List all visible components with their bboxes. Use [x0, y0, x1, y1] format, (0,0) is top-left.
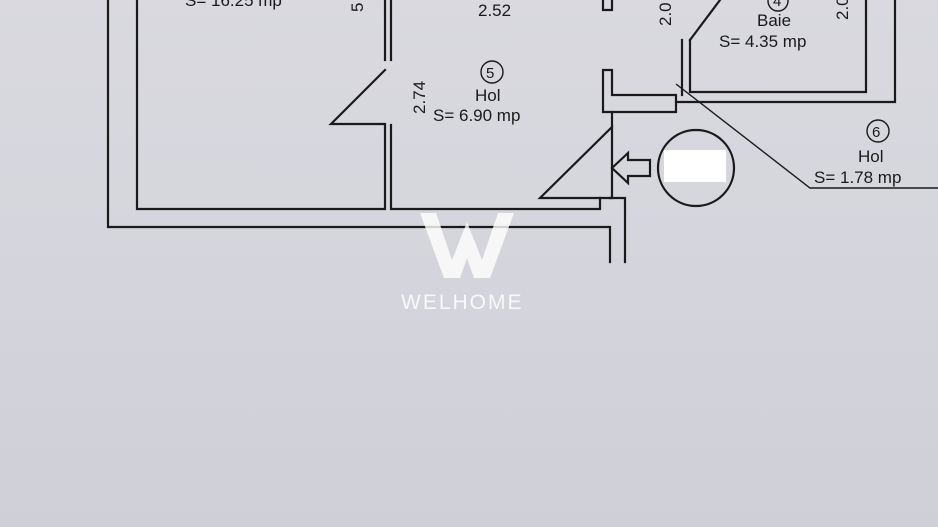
welhome-logo [420, 213, 514, 278]
welhome-logo-icon [420, 213, 514, 278]
door-swing-left [328, 68, 387, 126]
baie-name: Baie [757, 11, 791, 30]
hol6-name: Hol [858, 147, 884, 166]
baie-outer-wall [674, 0, 897, 104]
entrance-circle [656, 128, 736, 208]
baie-right-dimension: 2.0 [833, 0, 852, 20]
watermark-brand: WELHOME [401, 291, 524, 314]
hol5-number-circle [480, 60, 504, 84]
baie-left-dimension: 2.0 [656, 2, 675, 26]
hol-height-dimension: 2.74 [410, 81, 429, 114]
hol5-name: Hol [475, 86, 501, 105]
baie-wall [688, 0, 868, 94]
baie-number: 4 [773, 0, 781, 10]
baie-number-circle [767, 0, 789, 12]
wall-segment-center [601, 68, 678, 114]
baie-area: S= 4.35 mp [719, 32, 806, 51]
top-center-dimension: 2.52 [478, 1, 511, 20]
redacted-patch [664, 150, 726, 182]
hol5-number: 5 [486, 65, 494, 82]
hol6-number-circle [866, 119, 890, 143]
top-left-area-label: S= 16.25 mp [185, 0, 282, 10]
left-room-wall [135, 0, 387, 211]
wall-top-stub [601, 0, 614, 12]
hol6-number: 6 [872, 124, 880, 141]
outer-wall-left-bottom [106, 0, 612, 264]
hol-wall-left [389, 0, 602, 211]
entrance-arrow-icon [610, 150, 652, 186]
hol6-area: S= 1.78 mp [814, 168, 901, 187]
left-partial-dimension: 5 [348, 3, 367, 12]
outer-wall-entrance-right [608, 196, 627, 264]
hol6-leader-line [675, 83, 938, 189]
entrance-door-swing [537, 124, 614, 200]
hol5-area: S= 6.90 mp [433, 106, 520, 125]
baie-door-swing [688, 0, 722, 42]
